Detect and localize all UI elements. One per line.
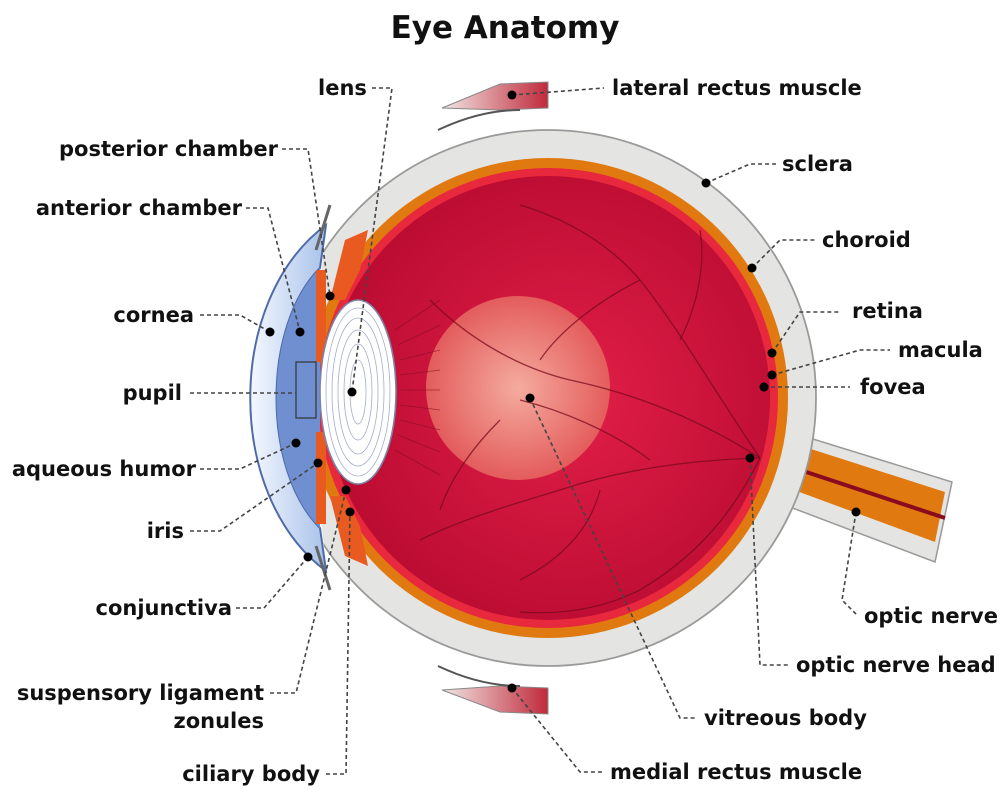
macula-shape xyxy=(426,296,610,480)
label-macula: macula xyxy=(898,338,983,362)
label-anterior-chamber: anterior chamber xyxy=(36,196,243,220)
label-choroid: choroid xyxy=(822,228,911,252)
label-fovea: fovea xyxy=(860,375,926,399)
label-optic-nerve: optic nerve xyxy=(864,604,998,628)
label-ciliary-body: ciliary body xyxy=(182,762,320,786)
label-retina: retina xyxy=(852,299,923,323)
iris-bottom xyxy=(316,432,326,524)
label-iris: iris xyxy=(147,519,184,543)
label-suspensory-ligament: suspensory ligament xyxy=(17,681,264,705)
lateral-rectus-shape xyxy=(438,82,548,130)
lens-shape xyxy=(320,300,396,484)
label-conjunctiva: conjunctiva xyxy=(96,596,232,620)
label-zonules: zonules xyxy=(174,709,265,733)
medial-rectus-shape xyxy=(438,666,548,714)
label-medial-rectus-muscle: medial rectus muscle xyxy=(610,760,862,784)
label-optic-nerve-head: optic nerve head xyxy=(796,653,996,677)
label-cornea: cornea xyxy=(113,303,194,327)
label-pupil: pupil xyxy=(123,381,182,405)
label-sclera: sclera xyxy=(782,152,853,176)
label-posterior-chamber: posterior chamber xyxy=(59,137,279,161)
label-lens: lens xyxy=(318,76,367,100)
label-vitreous-body: vitreous body xyxy=(704,706,867,730)
label-lateral-rectus-muscle: lateral rectus muscle xyxy=(612,76,862,100)
label-aqueous-humor: aqueous humor xyxy=(12,457,197,481)
diagram-title: Eye Anatomy xyxy=(391,10,620,46)
